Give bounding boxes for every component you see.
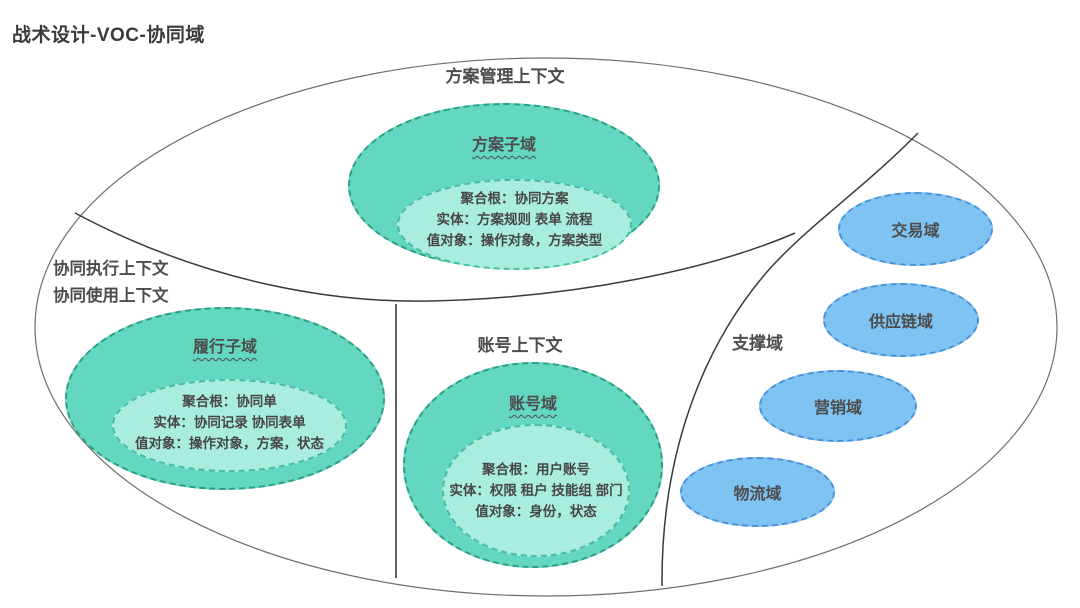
entities-line: 实体：协同记录 协同表单 <box>153 415 306 430</box>
fulfillment-subdomain-name: 履行子域 <box>192 339 257 356</box>
account-domain-ellipse: 账号域 聚合根：用户账号 实体：权限 租户 技能组 部门 值对象：身份，状态 <box>403 362 663 568</box>
logistics-domain-label: 物流域 <box>733 486 782 503</box>
account-domain-name: 账号域 <box>508 396 557 413</box>
account-context-label: 账号上下文 <box>477 336 563 355</box>
solution-subdomain-ellipse: 方案子域 聚合根：协同方案 实体：方案规则 表单 流程 值对象：操作对象，方案类… <box>348 103 660 270</box>
outer-domain-ellipse <box>34 57 1058 597</box>
account-domain-inner-ellipse: 聚合根：用户账号 实体：权限 租户 技能组 部门 值对象：身份，状态 <box>442 424 630 557</box>
solution-subdomain-name: 方案子域 <box>471 137 536 154</box>
aggregate-root-line: 聚合根：协同单 <box>182 394 277 409</box>
value-objects-line: 值对象：操作对象，方案类型 <box>426 233 603 248</box>
collab-usage-context-label: 协同使用上下文 <box>53 287 169 305</box>
marketing-domain-ellipse: 营销域 <box>759 370 917 442</box>
supply-chain-domain-ellipse: 供应链域 <box>823 283 979 357</box>
solution-subdomain-details: 聚合根：协同方案 实体：方案规则 表单 流程 值对象：操作对象，方案类型 <box>427 188 603 251</box>
entities-line: 实体：权限 租户 技能组 部门 <box>449 483 623 498</box>
trade-domain-ellipse: 交易域 <box>838 192 993 266</box>
supporting-domain-label: 支撑域 <box>732 334 783 353</box>
aggregate-root-line: 聚合根：用户账号 <box>481 462 590 477</box>
collab-execution-context-label: 协同执行上下文 <box>53 260 169 278</box>
trade-domain-label: 交易域 <box>891 223 940 240</box>
fulfillment-subdomain-details: 聚合根：协同单 实体：协同记录 协同表单 值对象：操作对象，方案，状态 <box>135 391 324 454</box>
logistics-domain-ellipse: 物流域 <box>680 457 835 527</box>
value-objects-line: 值对象：操作对象，方案，状态 <box>135 436 324 451</box>
fulfillment-subdomain-inner-ellipse: 聚合根：协同单 实体：协同记录 协同表单 值对象：操作对象，方案，状态 <box>112 379 347 472</box>
entities-line: 实体：方案规则 表单 流程 <box>436 212 593 227</box>
account-domain-details: 聚合根：用户账号 实体：权限 租户 技能组 部门 值对象：身份，状态 <box>449 459 622 522</box>
solution-subdomain-inner-ellipse: 聚合根：协同方案 实体：方案规则 表单 流程 值对象：操作对象，方案类型 <box>397 179 632 270</box>
aggregate-root-line: 聚合根：协同方案 <box>460 191 569 206</box>
fulfillment-subdomain-ellipse: 履行子域 聚合根：协同单 实体：协同记录 协同表单 值对象：操作对象，方案，状态 <box>65 307 385 490</box>
page-title: 战术设计-VOC-协同域 <box>12 25 205 46</box>
value-objects-line: 值对象：身份，状态 <box>475 504 597 519</box>
marketing-domain-label: 营销域 <box>813 400 862 417</box>
solution-context-label: 方案管理上下文 <box>445 67 565 86</box>
supply-chain-domain-label: 供应链域 <box>868 314 933 331</box>
supporting-domain-divider-line <box>661 132 919 587</box>
top-context-divider-line <box>74 212 796 302</box>
